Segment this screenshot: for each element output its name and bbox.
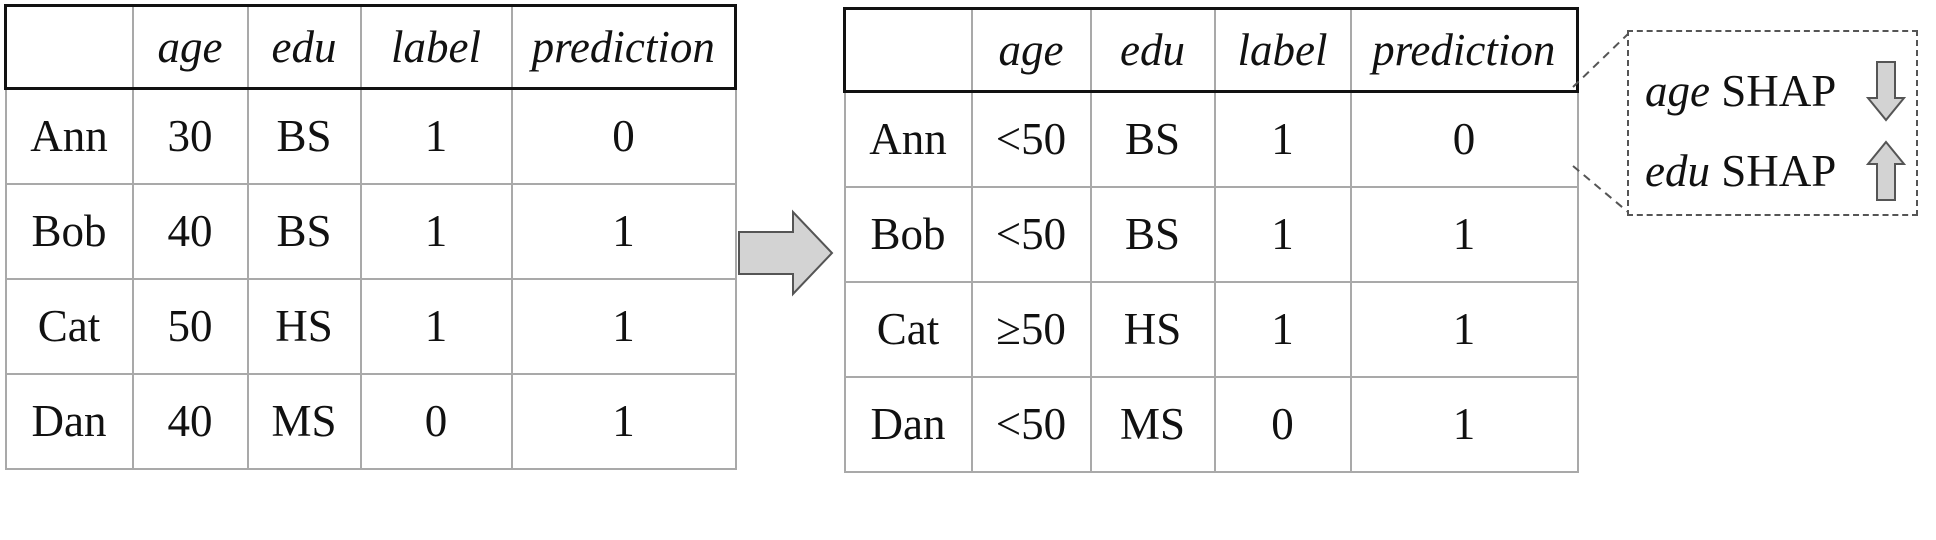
table-cell-prediction: 1 — [1349, 185, 1579, 283]
header-cell-prediction: prediction — [510, 4, 737, 90]
transform-arrow-icon — [738, 209, 834, 297]
table-cell-prediction: 1 — [510, 277, 737, 375]
header-cell-age: age — [970, 7, 1092, 93]
table-cell-edu: BS — [246, 182, 362, 280]
table-cell-label: 1 — [1213, 185, 1352, 283]
table-row: Ann <50 BS 1 0 — [843, 90, 1579, 188]
shap-label: age SHAP — [1645, 65, 1836, 117]
table-cell-label: 0 — [359, 372, 513, 470]
table-cell-edu: HS — [246, 277, 362, 375]
original-table: age edu label prediction Ann 30 BS 1 0 B… — [4, 4, 737, 470]
header-cell-prediction: prediction — [1349, 7, 1579, 93]
shap-row-edu: edu SHAP — [1645, 136, 1906, 206]
header-cell-edu: edu — [246, 4, 362, 90]
table-cell-label: 1 — [1213, 280, 1352, 378]
table-cell-label: 1 — [359, 87, 513, 185]
table-header-row: age edu label prediction — [4, 4, 737, 90]
table-row: Cat 50 HS 1 1 — [4, 277, 737, 375]
table-cell-name: Ann — [843, 90, 973, 188]
shap-feature-name: edu — [1645, 146, 1710, 196]
table-cell-age: 40 — [131, 372, 249, 470]
table-row: Ann 30 BS 1 0 — [4, 87, 737, 185]
table-row: Dan 40 MS 0 1 — [4, 372, 737, 470]
table-cell-edu: HS — [1089, 280, 1216, 378]
table-cell-name: Ann — [4, 87, 134, 185]
discretized-table: age edu label prediction Ann <50 BS 1 0 … — [843, 7, 1579, 473]
shap-callout: age SHAP edu SHAP — [1627, 30, 1918, 216]
header-cell-label: label — [359, 4, 513, 90]
table-cell-age: 30 — [131, 87, 249, 185]
shap-label: edu SHAP — [1645, 145, 1836, 197]
table-cell-edu: MS — [246, 372, 362, 470]
table-cell-edu: BS — [246, 87, 362, 185]
table-cell-label: 1 — [359, 277, 513, 375]
shap-text: SHAP — [1721, 66, 1837, 116]
header-cell-name — [4, 4, 134, 90]
table-cell-edu: BS — [1089, 90, 1216, 188]
table-row: Bob <50 BS 1 1 — [843, 185, 1579, 283]
table-row: Dan <50 MS 0 1 — [843, 375, 1579, 473]
table-cell-name: Dan — [4, 372, 134, 470]
table-cell-prediction: 1 — [510, 372, 737, 470]
table-cell-name: Bob — [843, 185, 973, 283]
table-cell-prediction: 1 — [1349, 280, 1579, 378]
table-row: Cat ≥50 HS 1 1 — [843, 280, 1579, 378]
table-cell-label: 0 — [1213, 375, 1352, 473]
table-cell-name: Cat — [843, 280, 973, 378]
table-cell-age: 50 — [131, 277, 249, 375]
table-cell-prediction: 0 — [510, 87, 737, 185]
table-cell-edu: BS — [1089, 185, 1216, 283]
arrow-up-icon — [1866, 140, 1906, 201]
table-cell-age: <50 — [970, 375, 1092, 473]
table-cell-age: 40 — [131, 182, 249, 280]
shap-feature-name: age — [1645, 66, 1710, 116]
table-cell-prediction: 1 — [1349, 375, 1579, 473]
table-cell-prediction: 0 — [1349, 90, 1579, 188]
table-cell-name: Bob — [4, 182, 134, 280]
header-cell-age: age — [131, 4, 249, 90]
header-cell-name — [843, 7, 973, 93]
arrow-down-icon — [1866, 61, 1906, 122]
header-cell-edu: edu — [1089, 7, 1216, 93]
shap-row-age: age SHAP — [1645, 56, 1906, 126]
table-cell-age: <50 — [970, 185, 1092, 283]
callout-connector — [1572, 33, 1629, 213]
table-row: Bob 40 BS 1 1 — [4, 182, 737, 280]
header-cell-label: label — [1213, 7, 1352, 93]
table-cell-name: Cat — [4, 277, 134, 375]
table-cell-prediction: 1 — [510, 182, 737, 280]
table-header-row: age edu label prediction — [843, 7, 1579, 93]
table-cell-label: 1 — [1213, 90, 1352, 188]
table-cell-edu: MS — [1089, 375, 1216, 473]
shap-text: SHAP — [1721, 146, 1837, 196]
table-cell-label: 1 — [359, 182, 513, 280]
table-cell-name: Dan — [843, 375, 973, 473]
table-cell-age: ≥50 — [970, 280, 1092, 378]
table-cell-age: <50 — [970, 90, 1092, 188]
